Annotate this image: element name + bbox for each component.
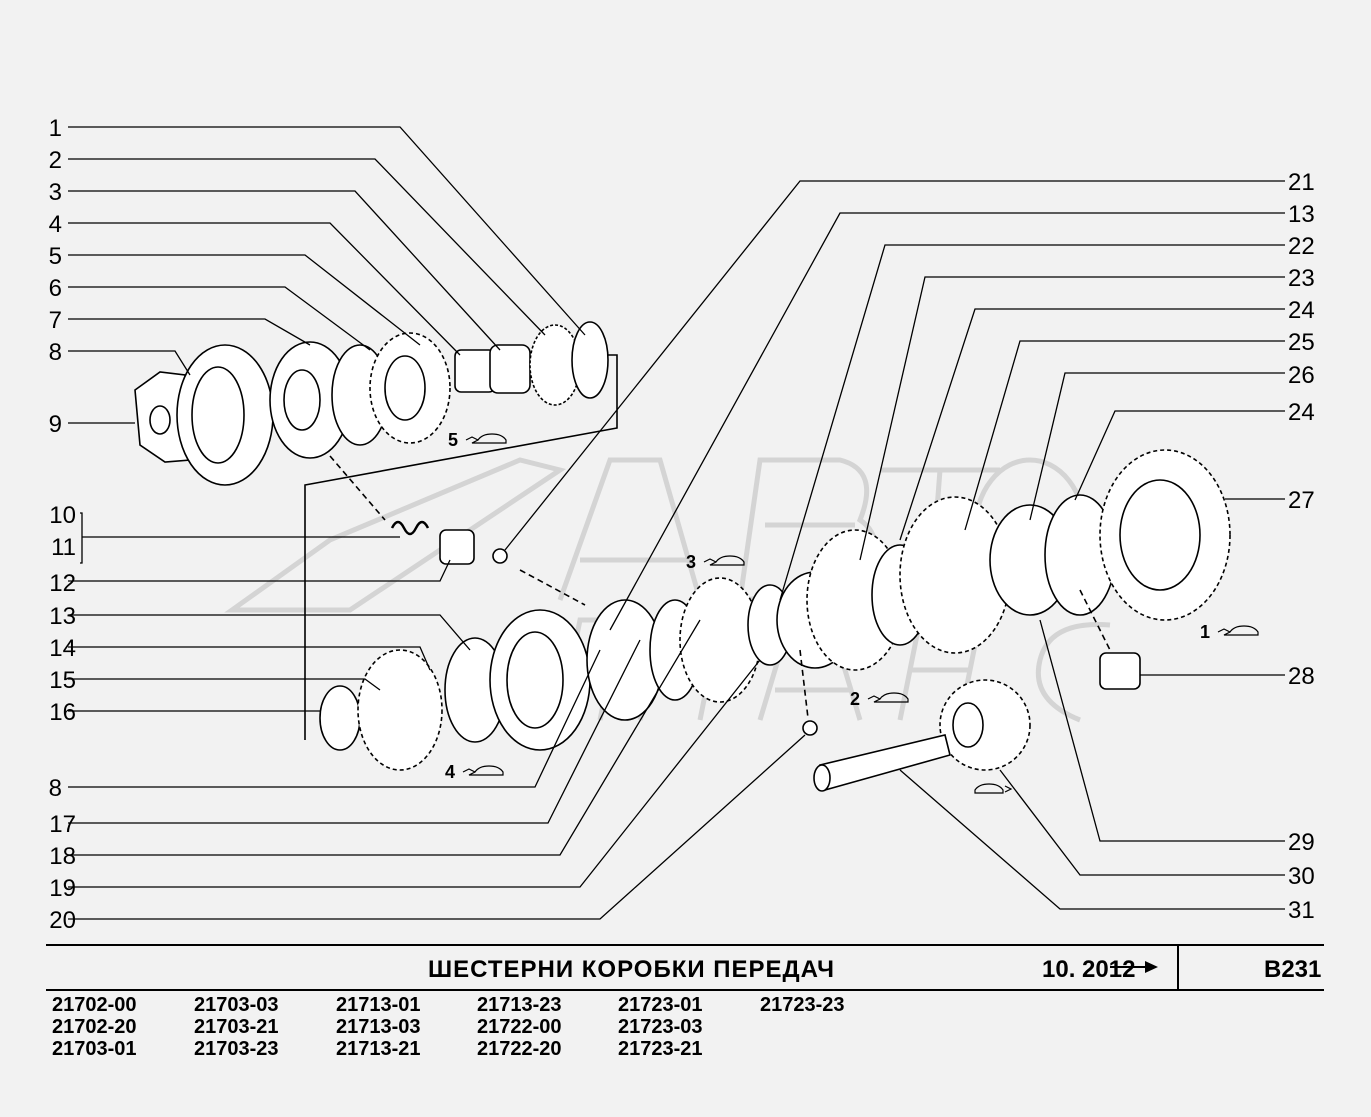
- callout-right-22: 22: [1288, 233, 1315, 260]
- callout-left-16: 16: [49, 699, 76, 726]
- model-code: 21703-23: [194, 1038, 279, 1060]
- model-code: 21713-21: [336, 1038, 421, 1060]
- part-28-block: [1099, 652, 1141, 690]
- callout-left-8: 8: [49, 339, 62, 366]
- model-code: 21723-21: [618, 1038, 703, 1060]
- bracket-lines: [304, 354, 618, 740]
- callout-right-28: 28: [1288, 663, 1315, 690]
- callout-left-8: 8: [49, 775, 62, 802]
- sheet-date: 10. 2012: [1042, 956, 1136, 983]
- date-arrow-head-icon: [1145, 961, 1158, 973]
- callout-right-27: 27: [1288, 487, 1315, 514]
- part-4-sleeve: [454, 349, 496, 393]
- car-direction-icon: [1217, 625, 1259, 636]
- callout-left-9: 9: [49, 411, 62, 438]
- car-direction-icon: [462, 765, 504, 776]
- part-30-gear: [939, 679, 1031, 771]
- callout-right-24: 24: [1288, 399, 1315, 426]
- callout-right-30: 30: [1288, 863, 1315, 890]
- callout-left-10: 10: [49, 502, 76, 529]
- gear-marker-4: 4: [445, 762, 455, 782]
- callout-left-19: 19: [49, 875, 76, 902]
- part-19-gear: [679, 577, 761, 703]
- callout-right-13: 13: [1288, 201, 1315, 228]
- callout-right-21: 21: [1288, 169, 1315, 196]
- model-code: 21723-03: [618, 1016, 703, 1038]
- callout-left-5: 5: [49, 243, 62, 270]
- part-31-shaft: [819, 734, 951, 792]
- callout-right-29: 29: [1288, 829, 1315, 856]
- model-code: 21713-03: [336, 1016, 421, 1038]
- callout-left-2: 2: [49, 147, 62, 174]
- model-code: 21703-01: [52, 1038, 137, 1060]
- car-direction-icon: [703, 555, 745, 566]
- part-10-spring: [390, 520, 430, 536]
- callout-left-6: 6: [49, 275, 62, 302]
- middle-parts-group: [319, 449, 1231, 792]
- gear-markers: 5 3 4 2 1: [445, 430, 1259, 794]
- sheet-code: B231: [1264, 956, 1322, 983]
- model-code: 21713-01: [336, 994, 421, 1016]
- callout-left-13: 13: [49, 603, 76, 630]
- callout-right-26: 26: [1288, 362, 1315, 389]
- model-code: 21703-21: [194, 1016, 279, 1038]
- model-code: 21713-23: [477, 994, 562, 1016]
- upper-parts-group: [134, 321, 618, 740]
- callout-right-25: 25: [1288, 329, 1315, 356]
- model-code: 21723-23: [760, 994, 845, 1016]
- callout-left-1: 1: [49, 115, 62, 142]
- part-12-block: [439, 529, 475, 565]
- part-3-shaft: [489, 344, 531, 394]
- callout-left-17: 17: [49, 811, 76, 838]
- title-block: ШЕСТЕРНИ КОРОБКИ ПЕРЕДАЧ 10. 2012 B231: [46, 944, 1324, 990]
- model-code: 21703-03: [194, 994, 279, 1016]
- car-direction-icon: [465, 433, 507, 444]
- callout-left-11: 11: [51, 534, 76, 561]
- callout-right-31: 31: [1288, 897, 1315, 924]
- leader-lines: [68, 126, 1285, 920]
- part-11-ball: [492, 548, 508, 564]
- model-code: 21722-20: [477, 1038, 562, 1060]
- sheet-title: ШЕСТЕРНИ КОРОБКИ ПЕРЕДАЧ: [428, 956, 836, 983]
- callout-right-24: 24: [1288, 297, 1315, 324]
- model-code: 21702-00: [52, 994, 137, 1016]
- part-16-washer: [319, 685, 361, 751]
- callout-right-23: 23: [1288, 265, 1315, 292]
- gear-marker-3: 3: [686, 552, 696, 572]
- part-1-washer: [571, 321, 609, 399]
- callout-left-18: 18: [49, 843, 76, 870]
- model-code: 21723-01: [618, 994, 703, 1016]
- gear-marker-1: 1: [1200, 622, 1210, 642]
- part-15-gear: [357, 649, 443, 771]
- car-direction-icon: [974, 783, 1013, 794]
- model-code: 21702-20: [52, 1016, 137, 1038]
- callout-left-4: 4: [49, 211, 62, 238]
- part-9-hole: [149, 405, 171, 435]
- gear-marker-2: 2: [850, 689, 860, 709]
- car-direction-icon: [867, 692, 909, 703]
- callout-left-7: 7: [49, 307, 62, 334]
- callout-left-20: 20: [49, 907, 76, 934]
- model-code: 21722-00: [477, 1016, 562, 1038]
- callouts-right: 21 13 22 23 24 25 26 24 27 28 29 30 31: [1288, 169, 1315, 924]
- gear-marker-5: 5: [448, 430, 458, 450]
- callout-left-12: 12: [49, 570, 76, 597]
- part-8-sleeve-inner: [191, 366, 245, 464]
- callout-left-3: 3: [49, 179, 62, 206]
- callout-left-15: 15: [49, 667, 76, 694]
- part-20-ball: [802, 720, 818, 736]
- callout-left-14: 14: [49, 635, 76, 662]
